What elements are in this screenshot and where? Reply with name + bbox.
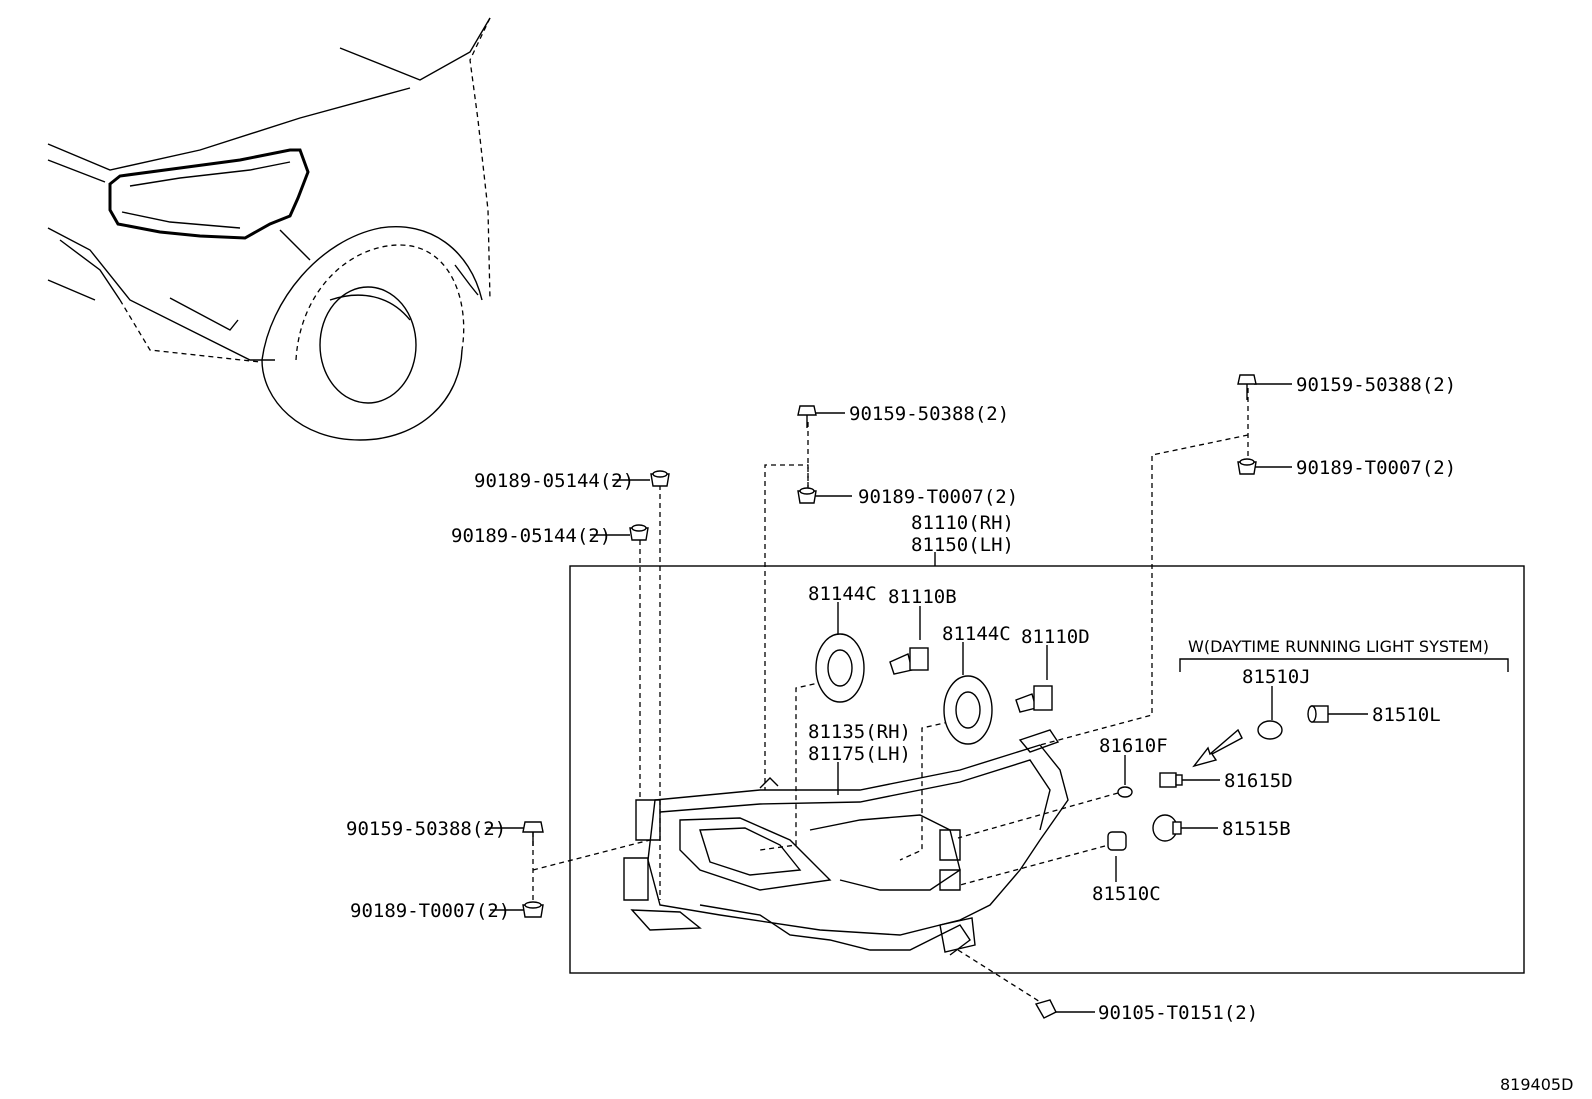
callout-90105-t0151: 90105-T0151(2) xyxy=(1098,1002,1258,1024)
callout-90159-50388-top-middle: 90159-50388(2) xyxy=(849,403,1009,425)
callout-90159-50388-top-right: 90159-50388(2) xyxy=(1296,374,1456,396)
diagram-id: 819405D xyxy=(1500,1075,1573,1094)
headlamp-housing-drawing xyxy=(623,729,1069,956)
callout-81510l: 81510L xyxy=(1372,704,1441,726)
housing-label-lh: 81175(LH) xyxy=(808,743,911,765)
callout-labels: 90159-50388(2) 90189-T0007(2) 90159-5038… xyxy=(346,374,1573,1094)
vehicle-locator-illustration xyxy=(47,17,491,441)
bolt-icon xyxy=(522,821,544,846)
callout-81615d: 81615D xyxy=(1224,770,1293,792)
socket-icon xyxy=(1159,772,1183,788)
drl-condition-bracket xyxy=(1179,658,1509,672)
callout-90189-t0007-left: 90189-T0007(2) xyxy=(350,900,510,922)
callout-81515b: 81515B xyxy=(1222,818,1291,840)
callout-81510c: 81510C xyxy=(1092,883,1161,905)
bolt-icon xyxy=(1034,999,1057,1019)
assembly-boundary-box xyxy=(569,565,1525,974)
socket-icon xyxy=(1152,814,1182,842)
drl-condition-label: W(DAYTIME RUNNING LIGHT SYSTEM) xyxy=(1188,637,1489,656)
bulb-icon xyxy=(1107,831,1127,851)
bolt-icon xyxy=(1237,374,1257,400)
callout-81610f: 81610F xyxy=(1099,735,1168,757)
housing-label-rh: 81135(RH) xyxy=(808,721,911,743)
clip-nut-icon xyxy=(650,470,670,487)
callout-90189-t0007-top-middle: 90189-T0007(2) xyxy=(858,486,1018,508)
bulb-icon xyxy=(1257,720,1283,740)
callout-90159-50388-left: 90159-50388(2) xyxy=(346,818,506,840)
callout-81144c-right: 81144C xyxy=(942,623,1011,645)
seal-ring-icon xyxy=(815,633,865,703)
callout-90189-05144-lower: 90189-05144(2) xyxy=(451,525,611,547)
direction-arrow-icon xyxy=(1192,728,1243,768)
leader-lines xyxy=(486,383,1368,1013)
clip-nut-icon xyxy=(522,901,544,918)
clip-nut-icon xyxy=(1237,458,1257,475)
callout-81110b: 81110B xyxy=(888,586,957,608)
clip-nut-icon xyxy=(629,524,649,541)
bulb-icon xyxy=(889,647,929,675)
clip-nut-icon xyxy=(797,487,817,504)
assembly-label-lh: 81150(LH) xyxy=(911,534,1014,556)
callout-81110d: 81110D xyxy=(1021,626,1090,648)
bolt-icon xyxy=(797,405,817,428)
callout-81510j: 81510J xyxy=(1242,666,1311,688)
assembly-label-rh: 81110(RH) xyxy=(911,512,1014,534)
callout-81144c-left: 81144C xyxy=(808,583,877,605)
bulb-icon xyxy=(1117,786,1133,798)
bulb-icon xyxy=(1015,685,1053,713)
socket-icon xyxy=(1307,705,1329,723)
seal-ring-icon xyxy=(943,675,993,745)
callout-90189-t0007-top-right: 90189-T0007(2) xyxy=(1296,457,1456,479)
callout-90189-05144-upper: 90189-05144(2) xyxy=(474,470,634,492)
